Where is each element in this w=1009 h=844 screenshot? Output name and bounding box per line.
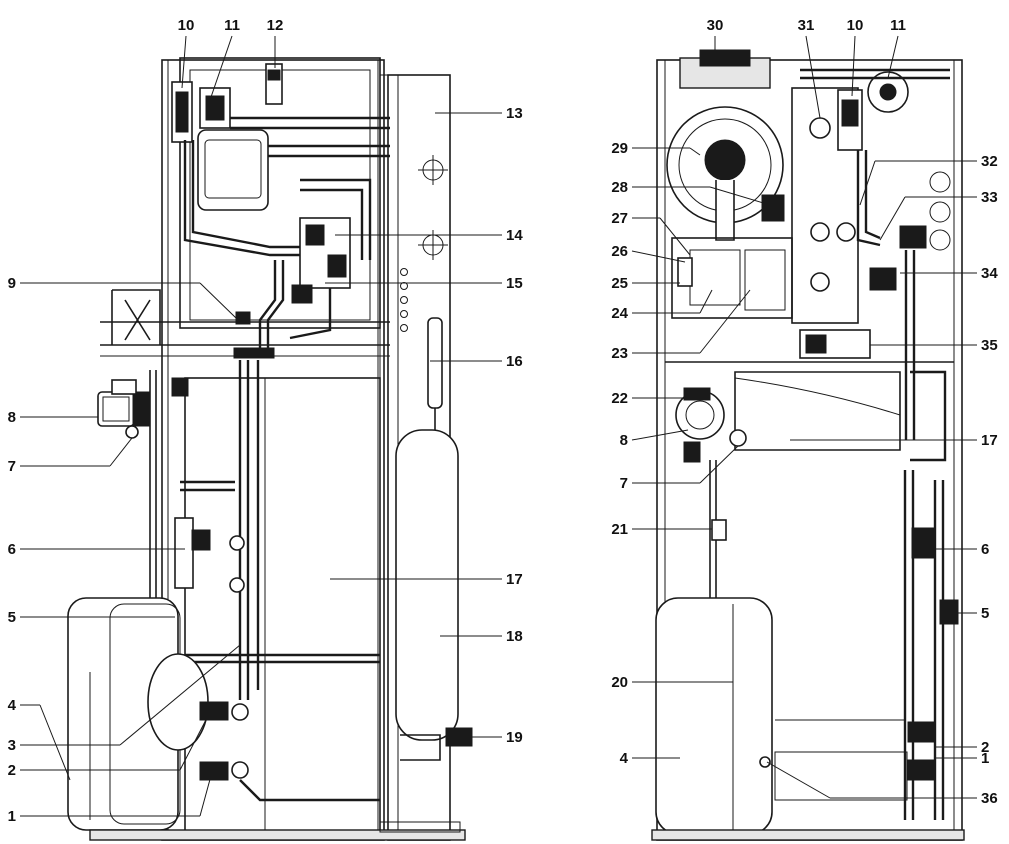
label-left-14: 14 [506,227,523,244]
label-right-22: 22 [611,390,628,407]
valve-6 [174,517,194,589]
label-right-5: 5 [981,605,989,622]
label-left-15: 15 [506,275,523,292]
label-right-4: 4 [620,750,629,767]
fitting-19 [445,727,473,747]
fitting-2-right [907,721,935,743]
component-21 [711,519,727,541]
label-left-11: 11 [224,17,240,34]
label-right-33: 33 [981,189,998,206]
label-right-21: 21 [611,521,628,538]
expansion-vessel-right [655,597,773,835]
label-left-5: 5 [8,609,16,626]
label-right-29: 29 [611,140,628,157]
label-left-13: 13 [506,105,523,122]
label-right-24: 24 [611,305,628,322]
label-right-26: 26 [611,243,628,260]
label-right-11: 11 [890,17,906,34]
label-left-6: 6 [8,541,16,558]
label-left-12: 12 [267,17,284,34]
label-right-20: 20 [611,674,628,691]
label-left-10: 10 [178,17,195,34]
label-left-17: 17 [506,571,523,588]
mounting-bracket [111,289,161,345]
label-right-8: 8 [620,432,628,449]
fitting-2 [199,701,229,721]
leader-lines [20,35,977,817]
label-left-1: 1 [8,808,16,825]
label-right-6: 6 [981,541,989,558]
label-right-7: 7 [620,475,628,492]
vessel-3 [147,653,209,751]
label-left-8: 8 [8,409,16,426]
heat-exchanger [197,129,269,211]
label-left-19: 19 [506,729,523,746]
label-left-7: 7 [8,458,16,475]
tank-17-right [734,371,901,451]
right-base [651,829,965,841]
right-labels: 30 31 10 11 29 32 28 33 27 26 25 34 24 2… [611,17,998,807]
right-unit [651,49,965,841]
label-right-28: 28 [611,179,628,196]
label-left-16: 16 [506,353,523,370]
label-right-23: 23 [611,345,628,362]
label-right-30: 30 [707,17,724,34]
tank-18 [395,429,459,741]
valve-5-right [939,599,959,625]
label-left-2: 2 [8,762,16,779]
label-right-31: 31 [798,17,815,34]
fitting-1-right [907,759,935,781]
label-left-9: 9 [8,275,16,292]
label-right-36: 36 [981,790,998,807]
label-left-3: 3 [8,737,16,754]
label-right-27: 27 [611,210,628,227]
component-16 [427,317,443,409]
label-right-32: 32 [981,153,998,170]
left-base [89,829,466,841]
label-right-25: 25 [611,275,628,292]
left-labels: 10 11 12 13 14 9 15 16 8 7 6 17 5 18 4 3… [8,17,524,825]
label-right-1: 1 [981,750,989,767]
label-right-35: 35 [981,337,998,354]
label-right-34: 34 [981,265,998,282]
label-right-17: 17 [981,432,998,449]
label-left-18: 18 [506,628,523,645]
label-right-2: 2 [981,739,989,756]
label-left-4: 4 [8,697,17,714]
valve-6-right [911,527,935,559]
left-unit [67,57,473,841]
label-right-10: 10 [847,17,864,34]
fitting-1 [199,761,229,781]
